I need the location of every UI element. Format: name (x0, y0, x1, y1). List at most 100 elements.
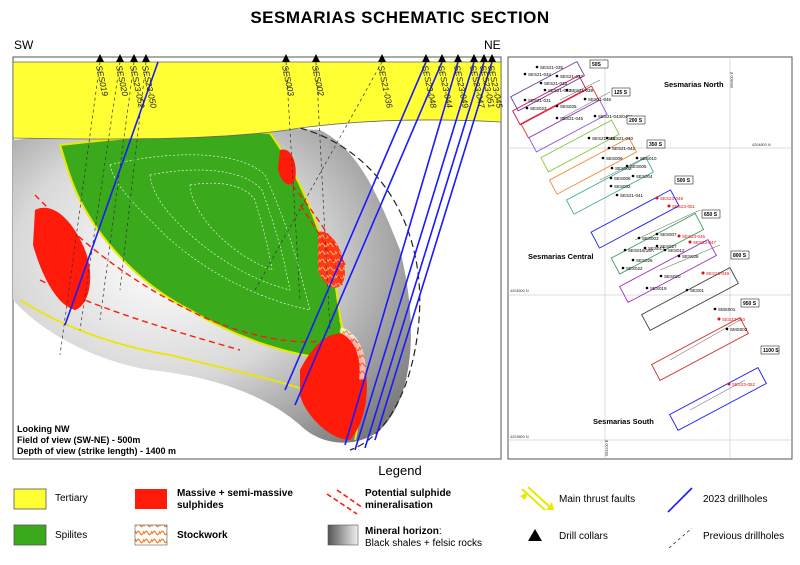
map-section-box (589, 59, 609, 69)
map-red-marker (717, 317, 721, 321)
map-hole-label: SMS002 (730, 327, 748, 332)
map-hole-label: SES004 (636, 174, 653, 179)
legend-thrust-label: Main thrust faults (559, 494, 636, 505)
map-coord-label: 593100 E (605, 439, 609, 456)
legend-spilites-label: Spilites (55, 530, 88, 541)
drill-collar-icon (488, 54, 496, 62)
map-section-label: 950 S (743, 301, 757, 307)
map-area-label: Sesmarias Central (528, 252, 593, 261)
map-red-label: SES23-052 (732, 382, 756, 387)
map-hole-label: SES21-032 (548, 88, 572, 93)
map-red-label: SES23-050 (722, 317, 746, 322)
map-hole-label: SES21-035 (540, 65, 564, 70)
map-coord-label: 4203800 N (510, 435, 529, 439)
drill-collar-icon (480, 54, 488, 62)
map-coord-label: 590800 E (730, 71, 734, 88)
map-hole-marker (583, 97, 587, 101)
map-hole-label: SES023 (530, 106, 547, 111)
drill-collar-icon (378, 54, 386, 62)
sulphide-lens-main (300, 333, 367, 440)
map-hole-marker (637, 236, 641, 240)
legend-previous-swatch (668, 527, 693, 549)
map-hole-label: SES028 (682, 254, 699, 259)
map-hole-label: SES008 (615, 166, 632, 171)
map-hole-label: SES21-041 (620, 193, 644, 198)
map-hole-marker (535, 65, 539, 69)
map-hole-marker (655, 232, 659, 236)
map-hole-label: SES025 (560, 104, 577, 109)
map-section-label: 650 S (704, 212, 718, 218)
map-hole-label: SES009 (606, 156, 623, 161)
map-hole-label: SES006 (614, 176, 631, 181)
map-hole-label: SES21-033 (544, 81, 568, 86)
map-hole-marker (725, 327, 729, 331)
map-red-marker (701, 271, 705, 275)
map-hole-label: SES21-044 (592, 136, 616, 141)
map-hole-label: SES022 (626, 266, 643, 271)
drill-collar-icon (142, 54, 150, 62)
map-hole-label: SES21-040 (610, 136, 634, 141)
map-hole-marker (713, 307, 717, 311)
map-hole-marker (543, 88, 547, 92)
drill-collar-icon (422, 54, 430, 62)
map-hole-marker (609, 184, 613, 188)
map-red-marker (727, 382, 731, 386)
map-hole-marker (555, 104, 559, 108)
map-hole-marker (609, 176, 613, 180)
map-coord-label: 4204800 N (752, 143, 771, 147)
legend-2023-label: 2023 drillholes (703, 494, 768, 505)
legend-stockwork-label: Stockwork (177, 530, 228, 541)
map-section-label: 1100 S (763, 348, 779, 354)
legend-mineral-label: Mineral horizon:Black shales + felsic ro… (365, 526, 525, 550)
map-red-label: SES23-046 (682, 234, 706, 239)
map-hole-label: SES21-031 (528, 98, 552, 103)
view-note-3: Depth of view (strike length) - 1400 m (17, 446, 176, 456)
sulphide-lens-left (33, 207, 91, 310)
map-hole-label: SES027 (660, 244, 677, 249)
map-section-label: 50S (592, 62, 602, 68)
map-hole-marker (621, 266, 625, 270)
view-note-1: Looking NW (17, 424, 70, 434)
legend-tertiary-swatch (13, 488, 47, 510)
map-hole-marker (635, 156, 639, 160)
map-hole-label: SES016/16A (628, 248, 654, 253)
map-section-box (701, 209, 721, 219)
map-hole-label: SES01 (690, 288, 705, 293)
map-hole-label: SES21-034 (528, 72, 552, 77)
map-hole-marker (625, 164, 629, 168)
map-section-box (730, 250, 750, 260)
map-hole-label: SES21-037 (560, 74, 584, 79)
map-hole-label: SES012 (668, 248, 685, 253)
drill-collar-icon (130, 54, 138, 62)
map-hole-marker (655, 244, 659, 248)
view-note-2: Field of view (SW-NE) - 500m (17, 435, 140, 445)
drill-collar-icon (312, 54, 320, 62)
legend-2023-swatch (667, 487, 693, 513)
map-hole-label: SES21-043/043A (598, 114, 633, 119)
map-section-box (611, 87, 631, 97)
map-hole-label: SES003 (642, 236, 659, 241)
map-hole-label: SES020 (664, 274, 681, 279)
map-hole-marker (607, 146, 611, 150)
map-hole-marker (565, 88, 569, 92)
legend-tertiary-label: Tertiary (55, 493, 88, 504)
direction-sw-label: SW (14, 38, 34, 52)
map-hole-marker (645, 286, 649, 290)
legend-collars-label: Drill collars (559, 531, 608, 542)
map-hole-label: SES002 (614, 184, 631, 189)
legend-mineral-swatch (327, 524, 359, 546)
map-hole-marker (523, 72, 527, 76)
legend-potential-swatch (326, 489, 364, 515)
map-section-label: 500 S (677, 178, 691, 184)
legend-massive-label: Massive + semi-massive sulphides (177, 488, 293, 511)
legend-massive-swatch (135, 489, 167, 509)
map-hole-marker (605, 136, 609, 140)
drill-collar-icon (454, 54, 462, 62)
legend-potential-label: Potential sulphide mineralisation (365, 488, 452, 511)
legend-spilites-swatch (13, 524, 47, 546)
map-hole-label: SES21-042 (612, 146, 636, 151)
map-area-label: Sesmarias North (664, 80, 724, 89)
map-hole-label: SES010 (640, 156, 657, 161)
